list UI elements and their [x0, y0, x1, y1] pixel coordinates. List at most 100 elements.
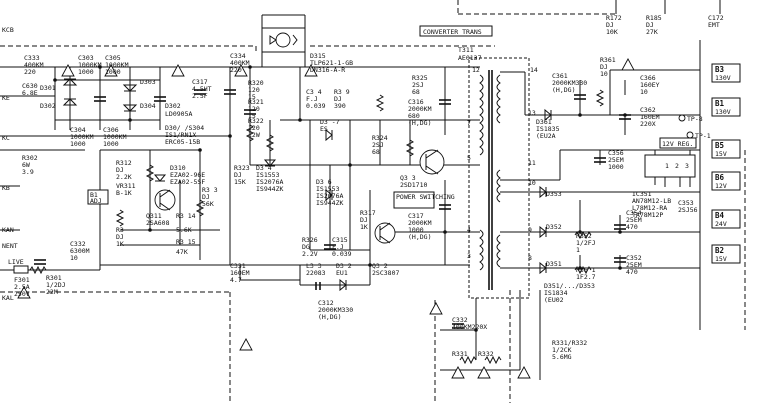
svg-text:R323: R323: [234, 164, 250, 172]
svg-text:(EU02: (EU02: [544, 296, 564, 304]
tp8-label: TP-8: [687, 115, 703, 123]
t311-label: T311: [458, 46, 474, 54]
svg-text:2.5F: 2.5F: [192, 92, 208, 100]
svg-text:3.9: 3.9: [22, 168, 34, 176]
svg-text:C354: C354: [626, 209, 642, 217]
svg-text:IS2076A: IS2076A: [256, 178, 283, 186]
svg-text:C366: C366: [640, 74, 656, 82]
svg-text:400KM220X: 400KM220X: [452, 323, 487, 331]
svg-text:D303: D303: [140, 78, 156, 86]
transistors: [154, 149, 445, 244]
output-terminals: B3 130V B1 130V B5 15V B6 12V B4 24V B2 …: [659, 63, 741, 264]
svg-text:2.5A: 2.5A: [14, 283, 30, 291]
svg-text:R3 9: R3 9: [334, 88, 350, 96]
svg-text:1000: 1000: [78, 68, 94, 76]
svg-text:R3: R3: [116, 226, 124, 234]
svg-text:160EM: 160EM: [230, 269, 250, 277]
svg-text:(H,DG): (H,DG): [408, 233, 431, 241]
svg-text:2SJ56: 2SJ56: [678, 206, 698, 214]
svg-text:220X: 220X: [640, 120, 656, 128]
svg-text:R172: R172: [606, 14, 622, 22]
svg-text:1F2.7: 1F2.7: [576, 273, 596, 281]
converter-trans-label: CONVERTER TRANS: [423, 28, 482, 36]
svg-text:C331: C331: [230, 262, 246, 270]
power-switching-label: POWER SWITCHING: [396, 193, 455, 201]
svg-text:R302: R302: [22, 154, 38, 162]
svg-text:56K: 56K: [202, 200, 214, 208]
svg-text:15K: 15K: [234, 178, 246, 186]
svg-text:C317: C317: [408, 212, 424, 220]
svg-text:R3 15: R3 15: [176, 238, 196, 246]
svg-text:C305: C305: [105, 54, 121, 62]
svg-text:1000: 1000: [105, 68, 121, 76]
svg-text:14: 14: [530, 66, 538, 74]
ic351-pin2: 2: [675, 162, 679, 170]
svg-text:6300M: 6300M: [70, 247, 90, 255]
svg-text:Q3 3: Q3 3: [400, 174, 416, 182]
svg-text:2.2K: 2.2K: [116, 173, 132, 181]
svg-text:1000: 1000: [103, 140, 119, 148]
passive-symbols: [13, 78, 631, 365]
svg-text:(H,DG): (H,DG): [552, 86, 575, 94]
svg-text:C172: C172: [708, 14, 724, 22]
svg-text:DJ: DJ: [116, 233, 124, 241]
svg-text:C630: C630: [22, 82, 38, 90]
svg-text:Q311: Q311: [146, 212, 162, 220]
svg-text:B2: B2: [715, 246, 724, 255]
svg-text:D353: D353: [546, 190, 562, 198]
svg-text:220: 220: [230, 66, 242, 74]
svg-text:250V: 250V: [14, 290, 30, 298]
svg-text:1K: 1K: [360, 223, 368, 231]
svg-text:NENT: NENT: [2, 242, 18, 250]
svg-text:DG: DG: [302, 243, 310, 251]
svg-text:D315: D315: [310, 52, 326, 60]
svg-text:8: 8: [528, 254, 532, 262]
svg-text:R320: R320: [248, 79, 264, 87]
svg-text:C332: C332: [452, 316, 468, 324]
svg-text:D302: D302: [40, 102, 56, 110]
svg-text:VR311: VR311: [116, 182, 136, 190]
svg-text:2SD1710: 2SD1710: [400, 181, 427, 189]
svg-text:R361: R361: [600, 56, 616, 64]
svg-text:2000KM: 2000KM: [408, 105, 432, 113]
transistor-q312: [374, 222, 396, 244]
svg-text:2000KM330: 2000KM330: [552, 79, 587, 87]
svg-text:TA78M12P: TA78M12P: [632, 211, 663, 219]
svg-text:D310: D310: [170, 164, 186, 172]
svg-text:DJ: DJ: [334, 95, 342, 103]
svg-text:9: 9: [528, 226, 532, 234]
transformer-pins: 12 14 13 7 5 4 3 11 10 9 8: [467, 66, 538, 262]
svg-text:IS1834: IS1834: [544, 289, 568, 297]
t311-value: AE0137: [458, 54, 482, 62]
svg-text:IS1553: IS1553: [316, 185, 340, 193]
svg-text:2SJ: 2SJ: [412, 81, 424, 89]
output-b4: B4 24V: [711, 209, 741, 229]
svg-text:F.J: F.J: [306, 95, 318, 103]
svg-text:1K: 1K: [116, 240, 124, 248]
svg-text:C304: C304: [70, 126, 86, 134]
svg-text:DJ: DJ: [646, 21, 654, 29]
svg-text:KCB: KCB: [2, 26, 14, 34]
warning-icons: [17, 58, 635, 379]
svg-text:KB: KB: [2, 184, 10, 192]
svg-text:1: 1: [576, 246, 580, 254]
svg-text:C303: C303: [78, 54, 94, 62]
svg-text:6.8E: 6.8E: [22, 89, 38, 97]
tp1-label: TP-1: [695, 132, 711, 140]
svg-text:10: 10: [600, 70, 608, 78]
svg-text:1000KM: 1000KM: [78, 61, 102, 69]
svg-text:LIVE: LIVE: [8, 258, 24, 266]
svg-text:DJ: DJ: [234, 171, 242, 179]
svg-text:3: 3: [467, 252, 471, 260]
svg-text:2.2V: 2.2V: [302, 250, 318, 258]
svg-text:1000: 1000: [408, 226, 424, 234]
svg-text:5: 5: [467, 154, 471, 162]
svg-text:AN78M12-LB: AN78M12-LB: [632, 197, 671, 205]
svg-text:D3 6: D3 6: [316, 178, 332, 186]
svg-text:C356: C356: [608, 149, 624, 157]
svg-text:7: 7: [467, 119, 471, 127]
svg-text:ES: ES: [320, 125, 328, 133]
svg-text:B1: B1: [90, 191, 98, 199]
svg-text:4.7: 4.7: [230, 276, 242, 284]
svg-text:C3 4: C3 4: [306, 88, 322, 96]
